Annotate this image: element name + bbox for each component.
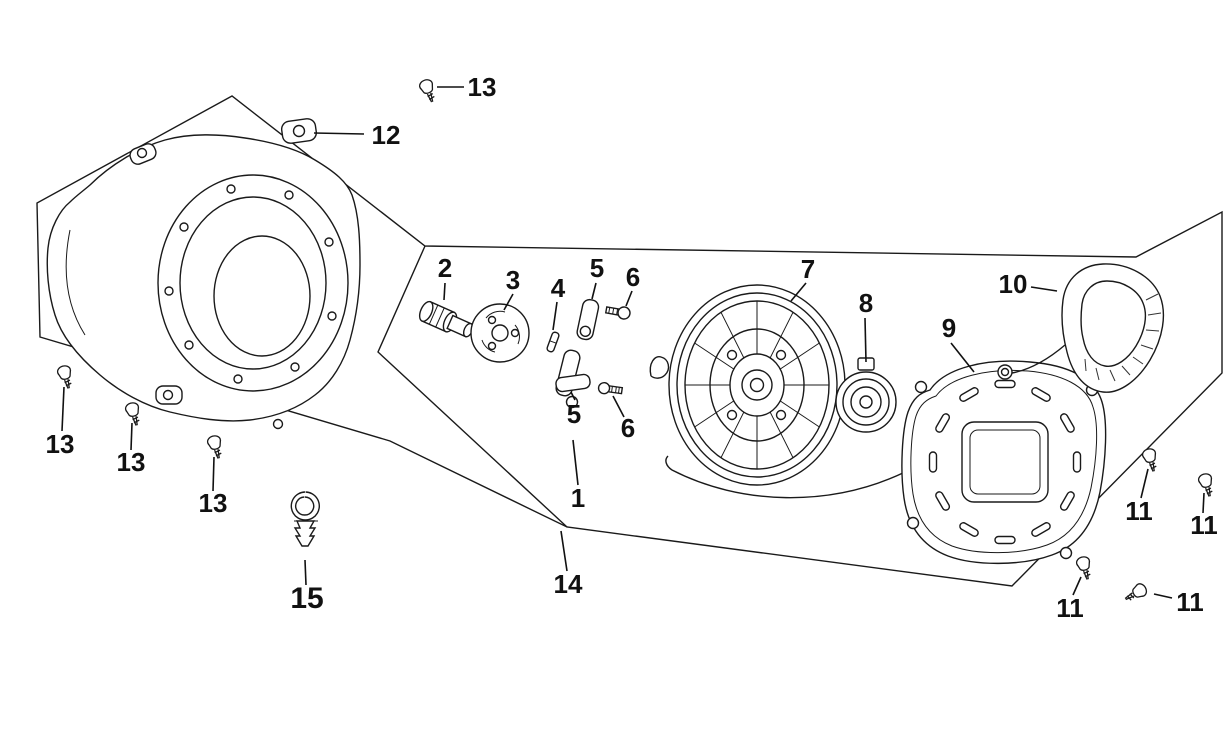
part-pin [546, 331, 560, 353]
fan-cover-bolt-holes [164, 184, 337, 384]
bolt-13-c [205, 433, 226, 461]
callout-11-a: 11 [1125, 496, 1153, 526]
fan-cover-ring-inner [179, 196, 327, 370]
callout-5-top: 5 [590, 253, 604, 283]
part-clip-loop [649, 356, 670, 379]
part-bolt-top [604, 306, 631, 320]
callout-11-b: 11 [1190, 510, 1218, 540]
fan-cover-top-tab [280, 118, 318, 144]
callout-2: 2 [438, 253, 452, 283]
panel-divider [377, 245, 568, 528]
part-push-clip [290, 491, 320, 547]
callout-4: 4 [551, 273, 566, 303]
bolt-11-c [1074, 554, 1095, 582]
callout-15: 15 [290, 582, 323, 615]
callout-1: 1 [571, 483, 585, 513]
part-rope-pulley [835, 357, 897, 433]
part-flywheel [668, 284, 846, 486]
callout-6-bottom: 6 [621, 413, 635, 443]
bolt-11-d [1121, 581, 1150, 606]
fan-cover-ring-outer [157, 174, 349, 392]
part-friction-lever [555, 349, 591, 409]
callout-11-d: 11 [1176, 587, 1204, 617]
callout-14: 14 [554, 569, 583, 599]
bolt-13-a [55, 363, 76, 391]
part-bolt-bottom [597, 381, 624, 395]
fan-cover-opening [213, 235, 311, 357]
callout-5-bottom: 5 [567, 399, 581, 429]
part-fan-cover [46, 118, 361, 430]
part-starter-grip [1011, 263, 1165, 393]
callout-13-c: 13 [199, 488, 228, 518]
fan-cover-bottom-tab [155, 385, 284, 430]
callout-13-b: 13 [117, 447, 146, 477]
part-starter-shaft [418, 300, 474, 338]
bolt-13-b [123, 400, 144, 428]
fan-cover-left-tab [129, 143, 157, 165]
callout-10: 10 [999, 269, 1028, 299]
grip-hatching [1084, 293, 1162, 382]
callout-7: 7 [801, 254, 815, 284]
callout-labels: 13 12 2 3 4 5 6 7 8 9 10 5 6 1 14 15 13 … [46, 72, 1218, 623]
grip-rope [1011, 344, 1066, 374]
fan-cover-rib [65, 229, 86, 336]
callout-3: 3 [506, 265, 520, 295]
part-ratchet-arm-top [576, 298, 600, 341]
housing-louvers [928, 379, 1082, 545]
bolt-11-a [1140, 446, 1161, 474]
leader-lines [61, 86, 1205, 599]
callout-6-top: 6 [626, 262, 640, 292]
part-recoil-housing [901, 360, 1107, 565]
panel-outline [36, 95, 1223, 587]
callout-13-a: 13 [46, 429, 75, 459]
bolt-11-b [1196, 471, 1217, 499]
panel-boundary [36, 95, 1223, 587]
callout-12: 12 [372, 120, 401, 150]
bolt-13-top [417, 77, 439, 105]
callout-9: 9 [942, 313, 956, 343]
callout-11-c: 11 [1056, 593, 1084, 623]
flywheel-spokes [685, 301, 829, 469]
part-ratchet-plate [470, 303, 530, 363]
callout-13-top: 13 [468, 72, 497, 102]
callout-8: 8 [859, 288, 873, 318]
